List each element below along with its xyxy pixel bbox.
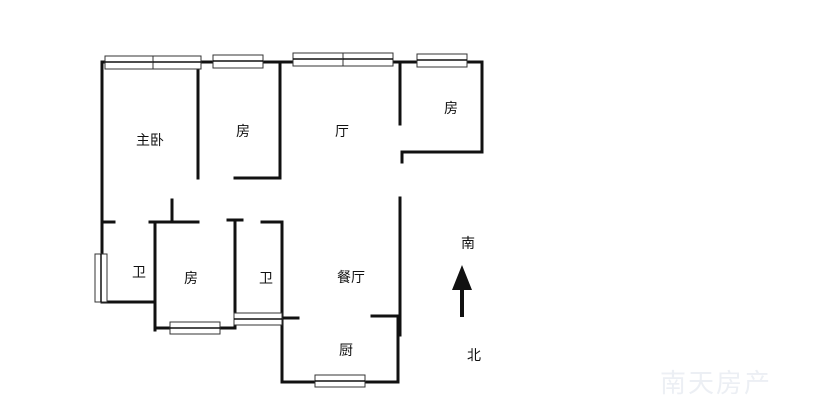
room-label-bath-2: 卫: [259, 271, 273, 287]
room-label-room-3: 房: [184, 271, 198, 287]
room-label-master-bedroom: 主卧: [136, 133, 164, 149]
room-label-living-room: 厅: [335, 124, 349, 140]
room-label-kitchen: 厨: [339, 343, 353, 359]
compass-south-label: 南: [461, 236, 475, 252]
compass-north-label: 北: [467, 348, 481, 364]
room-label-dining-room: 餐厅: [337, 270, 365, 286]
room-label-room-1: 房: [236, 124, 250, 140]
room-label-bath-1: 卫: [132, 265, 146, 281]
room-label-room-2: 房: [444, 101, 458, 117]
north-arrow-icon: [452, 265, 472, 317]
watermark: 南天房产: [660, 369, 773, 399]
